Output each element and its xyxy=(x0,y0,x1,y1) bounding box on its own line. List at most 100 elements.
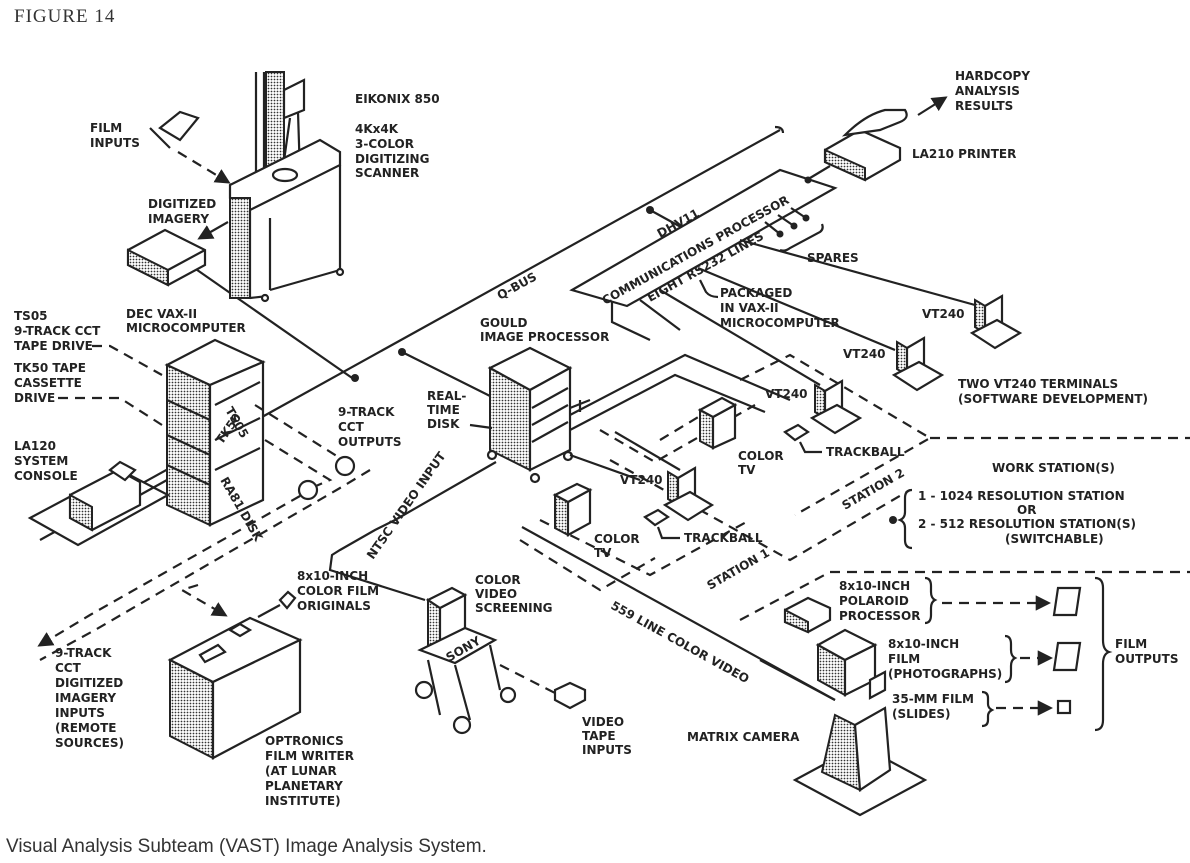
ts05-label-1: TS05 xyxy=(14,309,48,323)
optronics-film-writer xyxy=(167,583,303,760)
remote-label-1: 9-TRACK xyxy=(55,646,112,660)
color-tv1-label-1: COLOR xyxy=(594,532,640,546)
remote-label-6: (REMOTE xyxy=(55,721,116,735)
color-tv1-label-2: TV xyxy=(594,546,612,560)
slides-label-2: (SLIDES) xyxy=(892,707,951,721)
film-photos-label-2: FILM xyxy=(888,652,920,666)
ntsc-label: NTSC VIDEO INPUT xyxy=(364,449,449,562)
color-tv2-label-2: TV xyxy=(738,463,756,477)
vt240-3-label: VT240 xyxy=(843,347,886,361)
vt240-2-label: VT240 xyxy=(765,387,808,401)
video-tape-label-2: TAPE xyxy=(582,729,616,743)
vax-label-2: MICROCOMPUTER xyxy=(126,321,246,335)
film-inputs-icon xyxy=(149,110,231,184)
dhv-vt240-b xyxy=(697,266,896,352)
trackball2-label: TRACKBALL xyxy=(826,445,905,459)
film-originals-label-3: ORIGINALS xyxy=(297,599,371,613)
tk50-label-1: TK50 TAPE xyxy=(14,361,86,375)
video-tape-label-1: VIDEO xyxy=(582,715,624,729)
digitized-label-1: DIGITIZED xyxy=(148,197,216,211)
color-tv2-label-1: COLOR xyxy=(738,449,784,463)
la120-console xyxy=(27,460,171,547)
polaroid-processor xyxy=(783,596,832,634)
gould-label-2: IMAGE PROCESSOR xyxy=(480,330,609,344)
cct-outputs-label-3: OUTPUTS xyxy=(338,435,402,449)
svg-text:1 - 1024 RESOLUTION STATION: 1 - 1024 RESOLUTION STATION xyxy=(918,489,1125,503)
tk50-label-2: CASSETTE xyxy=(14,376,82,390)
cvs-label-3: SCREENING xyxy=(475,601,552,615)
film-photos-label-1: 8x10-INCH xyxy=(888,637,959,651)
film-outputs-label-1: FILM xyxy=(1115,637,1147,651)
digitized-imagery-box xyxy=(126,221,229,287)
remote-label-3: DIGITIZED xyxy=(55,676,123,690)
cvs-label-1: COLOR xyxy=(475,573,521,587)
dhv-vt240-d xyxy=(610,299,681,341)
bus-gould-link xyxy=(401,351,499,401)
trackball-station1 xyxy=(643,508,671,527)
remote-label-7: SOURCES) xyxy=(55,736,124,750)
matrix-camera xyxy=(759,628,928,817)
realtime-label-3: DISK xyxy=(427,417,460,431)
svg-text:(SWITCHABLE): (SWITCHABLE) xyxy=(1005,532,1104,546)
vt240-dev-a xyxy=(891,336,945,392)
optronics-label-5: INSTITUTE) xyxy=(265,794,341,808)
film-inputs-label-2: INPUTS xyxy=(90,136,140,150)
matrix-camera-label: MATRIX CAMERA xyxy=(687,730,800,744)
optronics-label-3: (AT LUNAR xyxy=(265,764,337,778)
film-outputs-label-2: OUTPUTS xyxy=(1115,652,1179,666)
scanner-label-3: DIGITIZING xyxy=(355,152,429,166)
vt240-dev-b xyxy=(969,294,1023,350)
optronics-label-2: FILM WRITER xyxy=(265,749,354,763)
ts05-label-2: 9-TRACK CCT xyxy=(14,324,101,338)
video-tape-label-3: INPUTS xyxy=(582,743,632,757)
hardcopy-arrow xyxy=(917,96,948,116)
la210-printer xyxy=(804,96,948,184)
dhv-vt240-c xyxy=(659,289,821,386)
ts05-pointer xyxy=(92,344,163,376)
slide-icon xyxy=(1056,699,1072,715)
cvs-label-2: VIDEO xyxy=(475,587,517,601)
scanner-label-1: 4Kx4K xyxy=(355,122,399,136)
vt240-station1 xyxy=(662,466,715,522)
remote-label-4: IMAGERY xyxy=(55,691,116,705)
packaged-label-3: MICROCOMPUTER xyxy=(720,316,840,330)
svg-text:OR: OR xyxy=(1017,503,1036,517)
polaroid-label-3: PROCESSOR xyxy=(839,609,920,623)
dhv-vt240-a xyxy=(739,238,976,307)
color-tv-station2 xyxy=(697,396,738,450)
scanner-link xyxy=(189,264,356,381)
polaroid-label-2: POLAROID xyxy=(839,594,909,608)
scanner-label-2: 3-COLOR xyxy=(355,137,414,151)
packaged-label-2: IN VAX-II xyxy=(720,301,779,315)
polaroid-label-1: 8x10-INCH xyxy=(839,579,910,593)
digitized-label-2: IMAGERY xyxy=(148,212,209,226)
scanner-label-4: SCANNER xyxy=(355,166,419,180)
eikonix-scanner xyxy=(228,71,345,303)
cct-outputs-label-2: CCT xyxy=(338,420,365,434)
station1-label: STATION 1 xyxy=(705,546,772,593)
station2-label: STATION 2 xyxy=(840,466,907,513)
figure-title: FIGURE 14 xyxy=(14,6,116,27)
vax-microcomputer-rack: TS05 TK50 RA81 DISK xyxy=(164,338,266,544)
film-photo-icon xyxy=(1052,641,1082,672)
tk50-label-3: DRIVE xyxy=(14,391,55,405)
la120-label-3: CONSOLE xyxy=(14,469,78,483)
gould-label-1: GOULD xyxy=(480,316,527,330)
vt240-station2 xyxy=(809,379,863,435)
tk50-pointer xyxy=(58,396,163,426)
realtime-label-2: TIME xyxy=(427,403,460,417)
svg-text:WORK STATION(S): WORK STATION(S) xyxy=(992,461,1115,475)
gould-image-processor xyxy=(486,346,574,484)
polaroid-print-icon xyxy=(1052,586,1082,617)
realtime-pointer xyxy=(469,423,493,430)
packaged-pointer xyxy=(699,279,719,299)
hardcopy-label-1: HARDCOPY xyxy=(955,69,1030,83)
gould-connections xyxy=(569,353,791,482)
film-outputs-brace xyxy=(1094,576,1113,732)
workstation-legend: WORK STATION(S) 1 - 1024 RESOLUTION STAT… xyxy=(889,461,1136,550)
hardcopy-label-2: ANALYSIS xyxy=(955,84,1020,98)
q-bus-label: Q-BUS xyxy=(495,270,539,303)
q-bus xyxy=(39,125,785,541)
color-tv-station1 xyxy=(552,482,593,537)
